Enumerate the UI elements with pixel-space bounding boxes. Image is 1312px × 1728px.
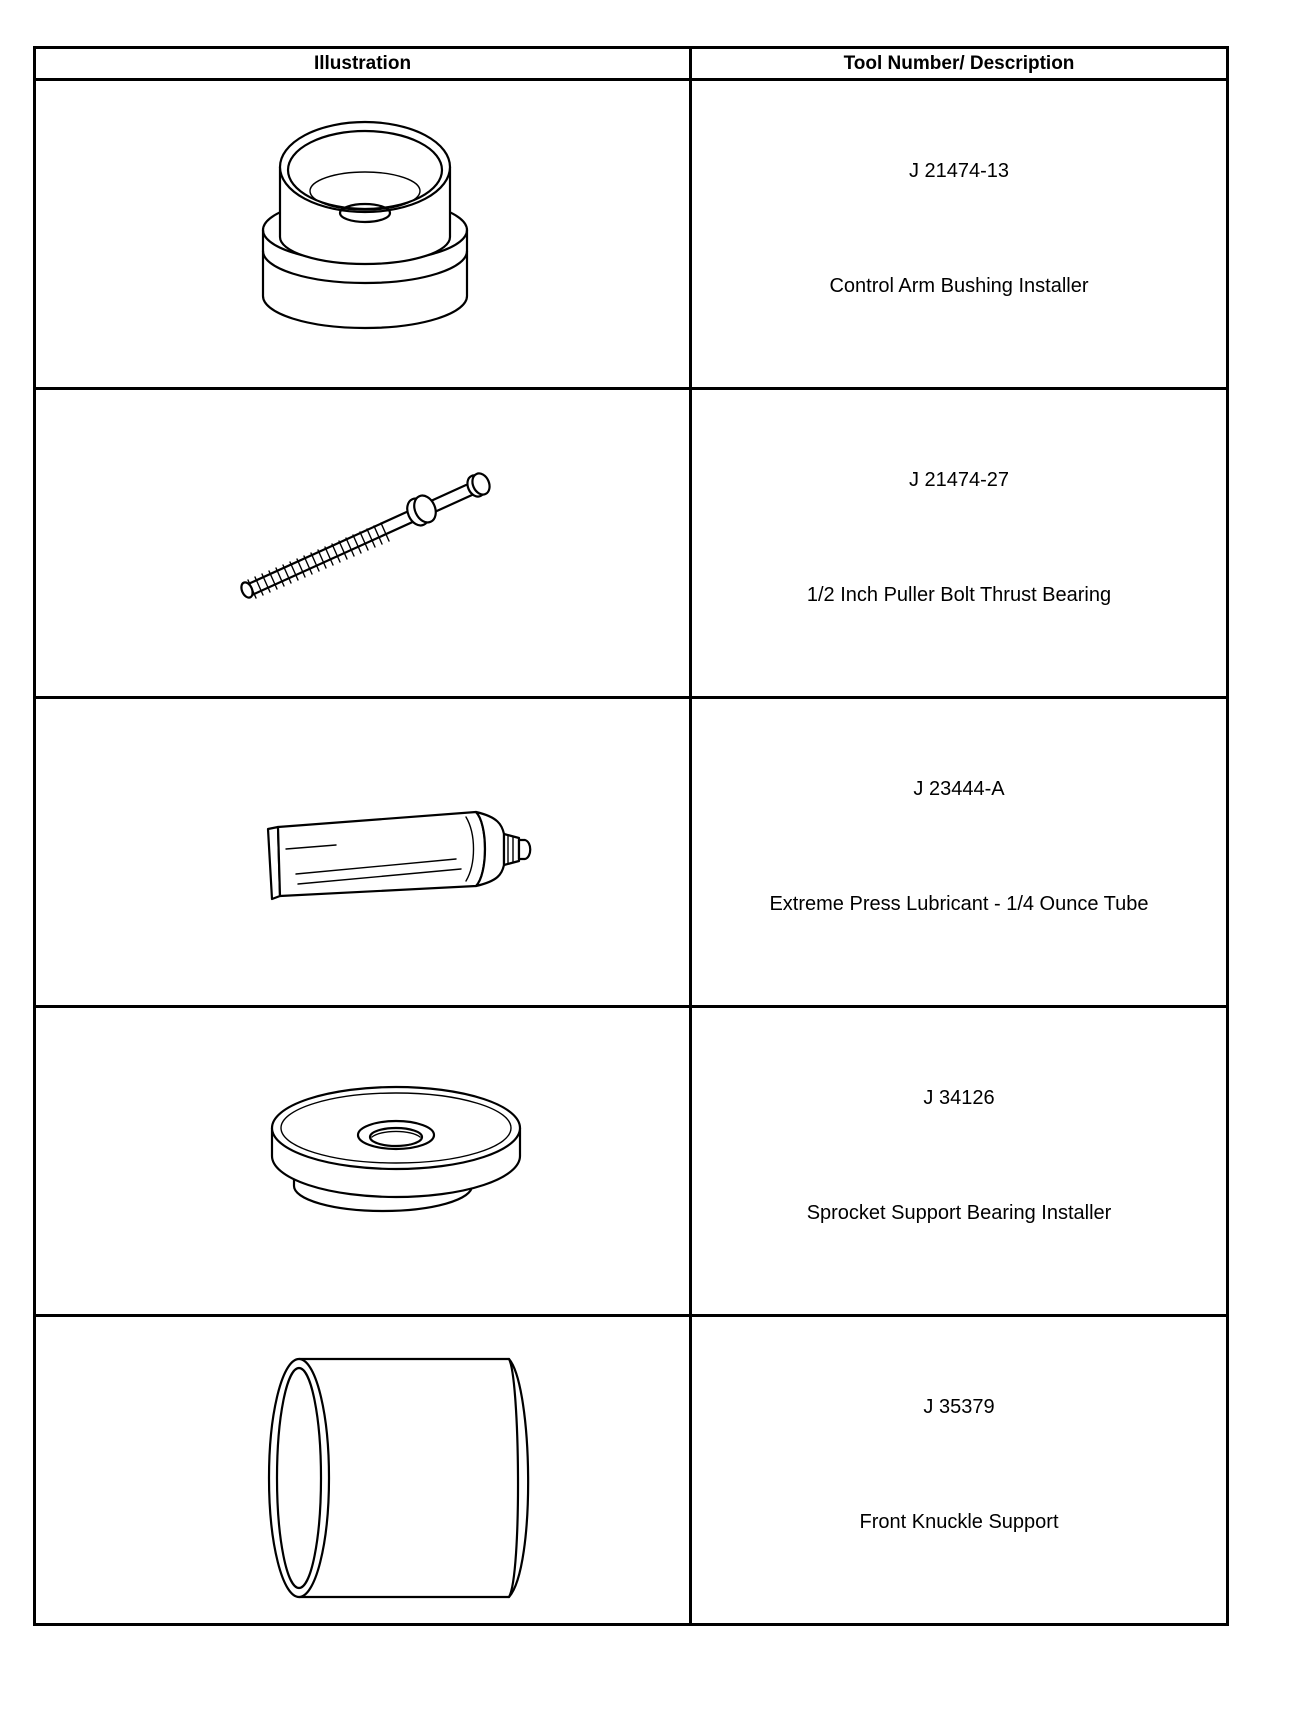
- tool-description: Extreme Press Lubricant - 1/4 Ounce Tube: [769, 893, 1149, 915]
- illustration-cell: [33, 78, 692, 390]
- table-row: J 23444-A Extreme Press Lubricant - 1/4 …: [33, 696, 1229, 1008]
- description-cell: J 34126 Sprocket Support Bearing Install…: [689, 1005, 1229, 1317]
- header-row: Illustration Tool Number/ Description: [33, 46, 1229, 81]
- tool-description: Front Knuckle Support: [859, 1511, 1059, 1533]
- table-row: J 21474-13 Control Arm Bushing Installer: [33, 78, 1229, 390]
- bearing-installer-icon: [270, 1085, 522, 1213]
- special-tools-table: Illustration Tool Number/ Description: [33, 46, 1229, 1626]
- tool-description: 1/2 Inch Puller Bolt Thrust Bearing: [806, 584, 1112, 606]
- lubricant-tube-icon: [266, 810, 532, 901]
- bushing-installer-icon: [261, 120, 469, 330]
- tool-number: J 21474-27: [908, 469, 1010, 491]
- tool-description: Control Arm Bushing Installer: [829, 275, 1089, 297]
- description-cell: J 21474-13 Control Arm Bushing Installer: [689, 78, 1229, 390]
- description-cell: J 35379 Front Knuckle Support: [689, 1314, 1229, 1626]
- description-cell: J 23444-A Extreme Press Lubricant - 1/4 …: [689, 696, 1229, 1008]
- knuckle-support-icon: [267, 1357, 530, 1599]
- illustration-cell: [33, 1314, 692, 1626]
- header-tool-number-description: Tool Number/ Description: [689, 46, 1229, 81]
- table-row: J 35379 Front Knuckle Support: [33, 1314, 1229, 1626]
- tool-number: J 21474-13: [908, 160, 1010, 182]
- illustration-cell: [33, 1005, 692, 1317]
- tool-number: J 23444-A: [913, 778, 1005, 800]
- puller-bolt-icon: [240, 472, 491, 599]
- header-illustration: Illustration: [33, 46, 692, 81]
- table-row: J 21474-27 1/2 Inch Puller Bolt Thrust B…: [33, 387, 1229, 699]
- tool-number: J 35379: [923, 1396, 995, 1418]
- illustration-cell: [33, 387, 692, 699]
- illustration-cell: [33, 696, 692, 1008]
- tool-number: J 34126: [923, 1087, 995, 1109]
- tool-description: Sprocket Support Bearing Installer: [806, 1202, 1112, 1224]
- description-cell: J 21474-27 1/2 Inch Puller Bolt Thrust B…: [689, 387, 1229, 699]
- table-row: J 34126 Sprocket Support Bearing Install…: [33, 1005, 1229, 1317]
